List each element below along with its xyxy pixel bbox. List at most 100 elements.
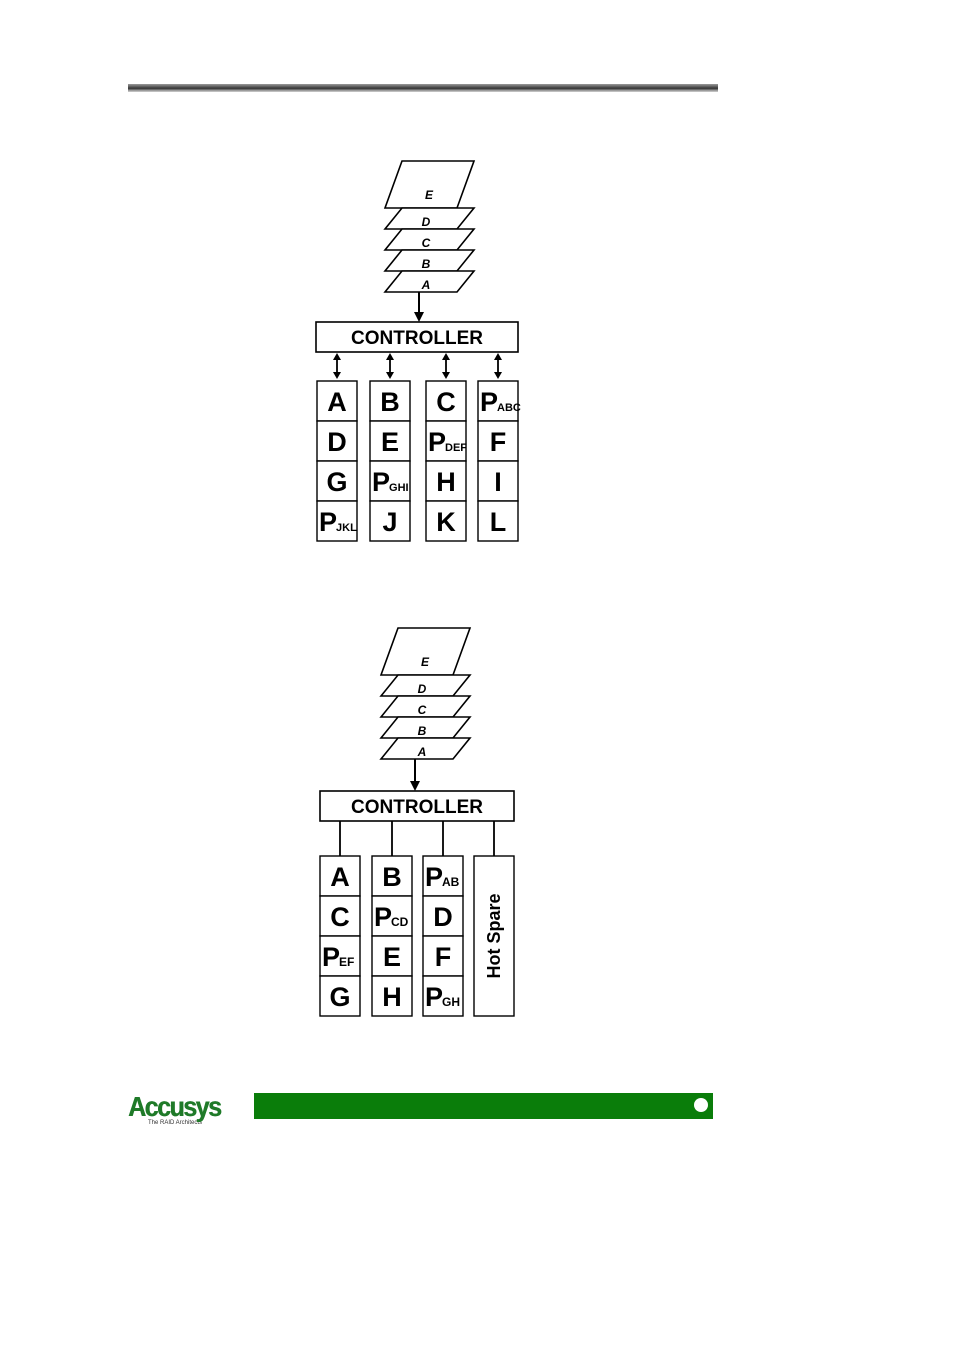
up-arrow-icon bbox=[386, 353, 394, 360]
parity-subscript: ABC bbox=[497, 402, 521, 414]
disk-cell bbox=[316, 420, 358, 462]
up-arrow-icon bbox=[494, 353, 502, 360]
parity-subscript: AB bbox=[442, 875, 460, 889]
up-arrow-icon bbox=[442, 353, 450, 360]
data-block-label: C bbox=[422, 236, 431, 250]
disk-cell bbox=[422, 855, 464, 897]
disk-cell bbox=[477, 500, 519, 542]
disk-cell-label: A bbox=[330, 862, 350, 892]
controller-box bbox=[319, 790, 515, 822]
disk-cell bbox=[316, 500, 358, 542]
disk-cell bbox=[371, 975, 413, 1017]
disk-cell bbox=[316, 380, 358, 422]
data-block-sheet bbox=[383, 270, 476, 293]
parity-mark: P bbox=[480, 387, 498, 417]
data-block-label: D bbox=[422, 215, 431, 229]
disk-cell bbox=[371, 855, 413, 897]
disk-cell-label: B bbox=[382, 862, 402, 892]
disk-cell-label: H bbox=[436, 467, 456, 497]
parity-cell-label: PDEF bbox=[428, 427, 467, 457]
parity-cell-label: PEF bbox=[322, 942, 354, 972]
down-arrow-icon bbox=[333, 372, 341, 379]
disk-cell bbox=[425, 500, 467, 542]
data-block-label: A bbox=[417, 745, 427, 759]
controller-box bbox=[315, 321, 519, 353]
disk-cell-label: F bbox=[435, 942, 452, 972]
controller-label: CONTROLLER bbox=[351, 328, 483, 349]
disk-cell bbox=[477, 420, 519, 462]
disk-cell-label: I bbox=[494, 467, 502, 497]
disk-cell-label: B bbox=[380, 387, 400, 417]
disk-cell bbox=[477, 460, 519, 502]
logo-wordmark: Accusys bbox=[128, 1091, 222, 1123]
parity-mark: P bbox=[425, 982, 443, 1012]
disk-cell bbox=[319, 975, 361, 1017]
disk-cell bbox=[371, 935, 413, 977]
disk-cell-label: C bbox=[436, 387, 456, 417]
parity-subscript: GHI bbox=[389, 482, 409, 494]
disk-cell bbox=[422, 895, 464, 937]
data-block-label: E bbox=[425, 188, 434, 202]
parity-cell-label: PAB bbox=[425, 862, 460, 892]
header-rule bbox=[128, 84, 718, 92]
disk-cell-label: D bbox=[433, 902, 453, 932]
parity-cell-label: PGHI bbox=[372, 467, 409, 497]
parity-subscript: GH bbox=[442, 995, 460, 1009]
parity-cell-label: PGH bbox=[425, 982, 460, 1012]
parity-subscript: DEF bbox=[445, 442, 467, 454]
hot-spare-disk bbox=[473, 855, 515, 1017]
disk-cell bbox=[316, 460, 358, 502]
disk-cell bbox=[371, 895, 413, 937]
parity-cell-label: PABC bbox=[480, 387, 521, 417]
raid5-diagram: EDCBACONTROLLERADGPJKLBEPGHIJCPDEFHKPABC… bbox=[315, 160, 521, 542]
parity-mark: P bbox=[322, 942, 340, 972]
footer-dot-icon bbox=[694, 1098, 708, 1112]
parity-subscript: CD bbox=[391, 915, 409, 929]
disk-cell bbox=[422, 975, 464, 1017]
disk-cell-label: F bbox=[490, 427, 507, 457]
controller-label: CONTROLLER bbox=[351, 797, 483, 818]
parity-mark: P bbox=[428, 427, 446, 457]
accusys-logo: Accusys The RAID Architects bbox=[128, 1091, 222, 1133]
data-block-label: C bbox=[418, 703, 427, 717]
disk-cell-label: E bbox=[381, 427, 399, 457]
data-block-label: A bbox=[421, 278, 431, 292]
down-arrow-icon bbox=[442, 372, 450, 379]
parity-cell-label: PJKL bbox=[319, 507, 357, 537]
hot-spare-label: Hot Spare bbox=[484, 893, 504, 978]
footer-bar-edge bbox=[713, 1093, 716, 1119]
disk-cell bbox=[369, 420, 411, 462]
down-arrow-icon bbox=[386, 372, 394, 379]
disk-cell bbox=[319, 895, 361, 937]
disk-cell bbox=[369, 500, 411, 542]
disk-cell-label: E bbox=[383, 942, 401, 972]
data-block-sheet bbox=[379, 737, 472, 760]
disk-cell-label: H bbox=[382, 982, 402, 1012]
disk-cell bbox=[425, 460, 467, 502]
data-block-label: B bbox=[418, 724, 427, 738]
disk-cell-label: G bbox=[329, 982, 350, 1012]
disk-cell-label: A bbox=[327, 387, 347, 417]
disk-cell-label: K bbox=[436, 507, 456, 537]
down-arrow-icon bbox=[414, 312, 424, 322]
parity-mark: P bbox=[425, 862, 443, 892]
parity-mark: P bbox=[374, 902, 392, 932]
disk-cell-label: J bbox=[382, 507, 397, 537]
data-block-label: D bbox=[418, 682, 427, 696]
data-block-label: E bbox=[421, 655, 430, 669]
parity-subscript: EF bbox=[339, 955, 354, 969]
disk-cell-label: L bbox=[490, 507, 507, 537]
data-block-label: B bbox=[422, 257, 431, 271]
parity-subscript: JKL bbox=[336, 522, 357, 534]
disk-cell bbox=[369, 380, 411, 422]
parity-cell-label: PCD bbox=[374, 902, 409, 932]
up-arrow-icon bbox=[333, 353, 341, 360]
parity-mark: P bbox=[319, 507, 337, 537]
disk-cell-label: C bbox=[330, 902, 350, 932]
down-arrow-icon bbox=[494, 372, 502, 379]
parity-mark: P bbox=[372, 467, 390, 497]
disk-cell-label: G bbox=[326, 467, 347, 497]
footer-bar bbox=[254, 1093, 716, 1119]
disk-cell-label: D bbox=[327, 427, 347, 457]
